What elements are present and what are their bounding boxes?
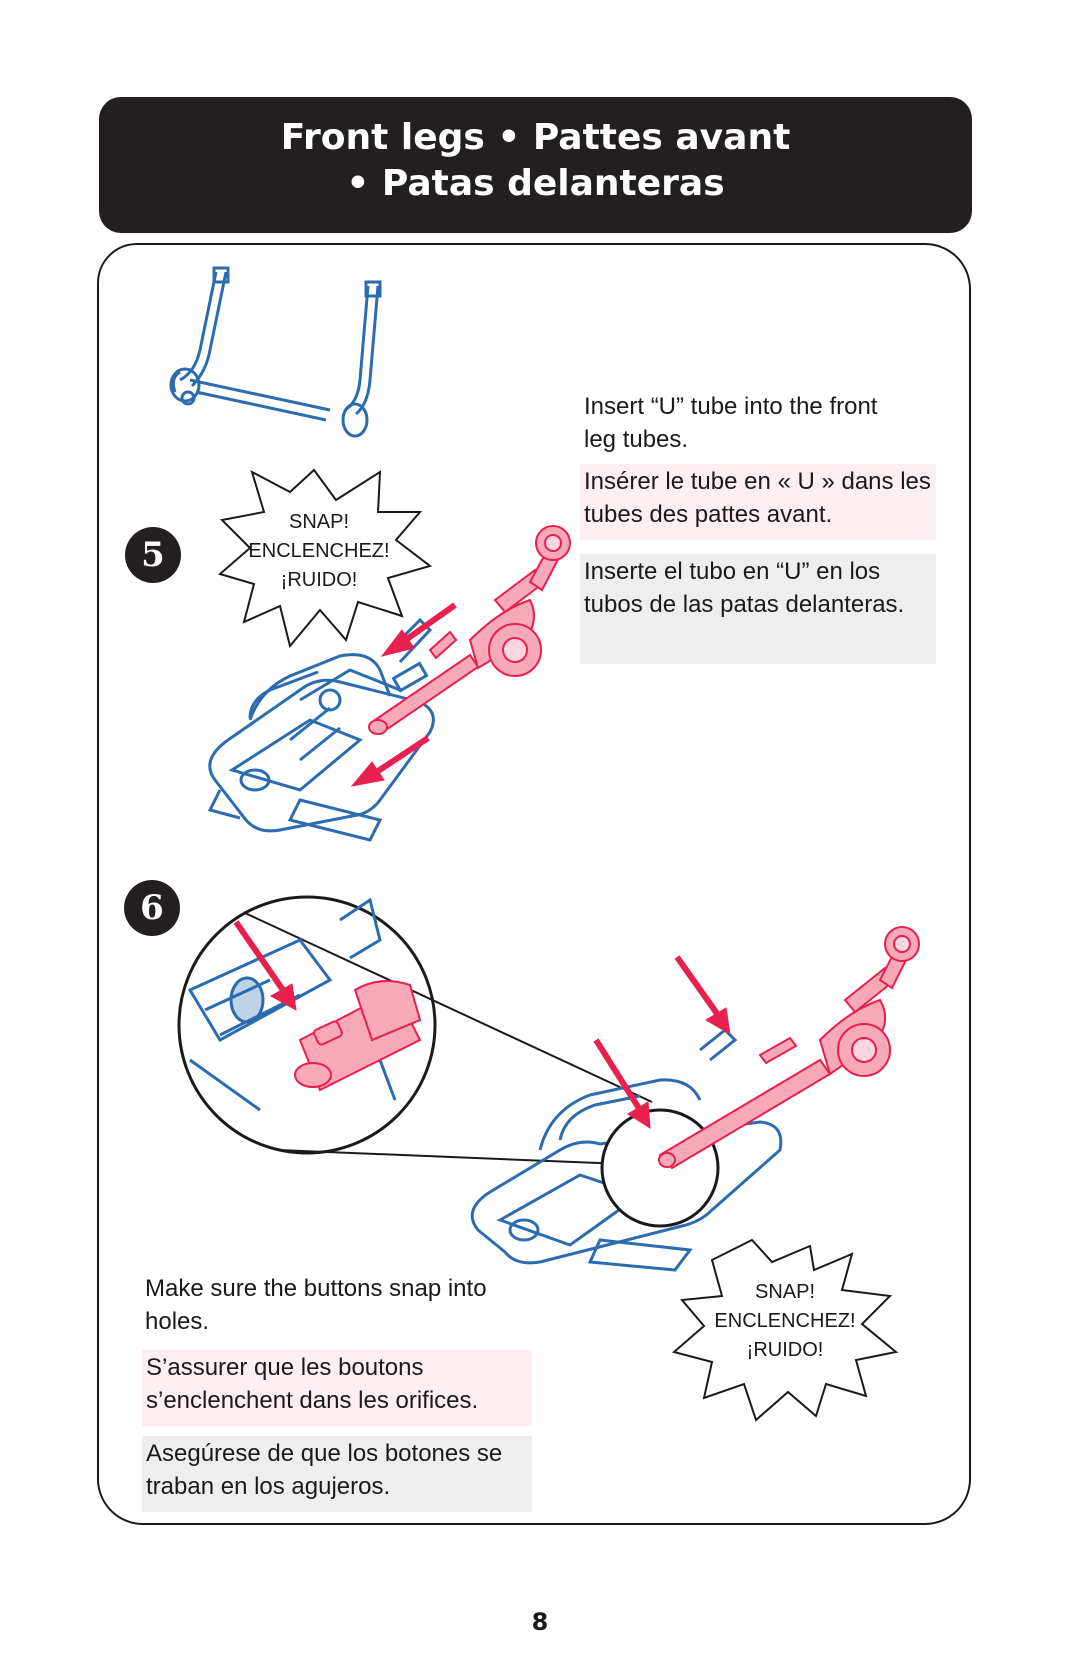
instruction-panel [97,243,971,1525]
burst-text-step6: SNAP! ENCLENCHEZ! ¡RUIDO! [700,1278,870,1365]
step5-text-en: Insert “U” tube into the front leg tubes… [584,393,878,453]
arrows-step5 [350,602,457,787]
arrows-step6 [593,955,731,1129]
step-number-6: 6 [124,880,180,936]
burst-ruido: ¡RUIDO! [746,1339,824,1361]
step6-text-fr: S’assurer que les boutons s’enclenchent … [142,1350,532,1426]
burst-enclenchez: ENCLENCHEZ! [714,1310,856,1332]
burst-snap: SNAP! [754,1281,816,1303]
u-tube-illustration [169,266,382,438]
header-title-line-1: Front legs • Pattes avant [280,117,791,158]
seat-illustration-step6 [470,1027,783,1272]
snap-burst-step6 [671,1238,899,1422]
snap-burst-step5 [217,468,433,649]
step5-text-es: Inserte el tubo en “U” en los tubos de l… [580,554,936,664]
pink-tube-step6 [658,926,920,1170]
header-title-line-2: • Patas delanteras [346,163,725,204]
section-header: Front legs • Pattes avant • Patas delant… [99,97,972,233]
zoom-detail-step6 [177,895,653,1166]
step6-text-en: Make sure the buttons snap into holes. [145,1275,487,1335]
pink-tube-step5 [368,525,571,735]
page-number: 8 [531,1608,549,1636]
burst-ruido: ¡RUIDO! [280,569,358,591]
burst-snap: SNAP! [288,511,350,533]
seat-illustration-step5 [207,617,435,842]
step6-text-es: Asegúrese de que los botones se traban e… [142,1436,532,1512]
step5-text-fr: Insérer le tube en « U » dans les tubes … [580,464,936,540]
step-number-5: 5 [125,527,181,583]
burst-enclenchez: ENCLENCHEZ! [248,540,390,562]
burst-text-step5: SNAP! ENCLENCHEZ! ¡RUIDO! [234,508,404,595]
